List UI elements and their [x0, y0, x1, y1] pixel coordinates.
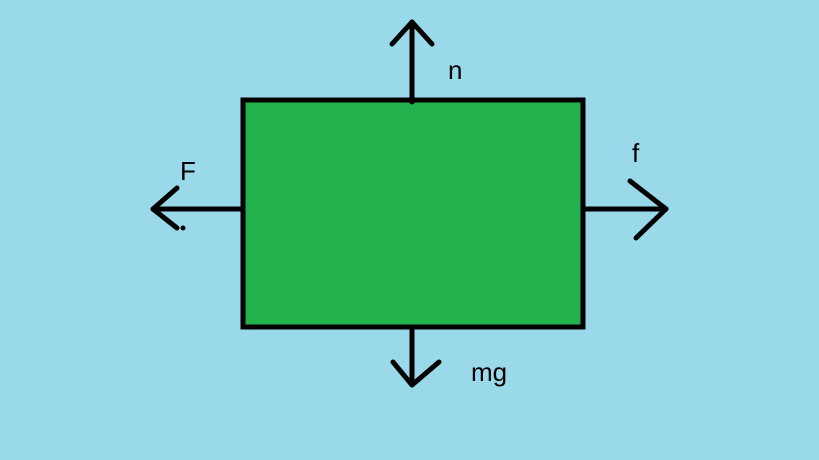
normal-force-label: n	[448, 55, 462, 85]
weight-force-label: mg	[471, 357, 507, 387]
applied-force-label: F	[180, 156, 196, 186]
block-body	[240, 97, 586, 330]
weight-force-arrow	[390, 326, 442, 388]
friction-force-label: f	[632, 138, 640, 168]
stray-mark	[180, 225, 186, 231]
normal-force-arrow	[389, 19, 435, 105]
applied-force-arrow	[150, 185, 244, 231]
friction-force-arrow	[582, 178, 669, 241]
